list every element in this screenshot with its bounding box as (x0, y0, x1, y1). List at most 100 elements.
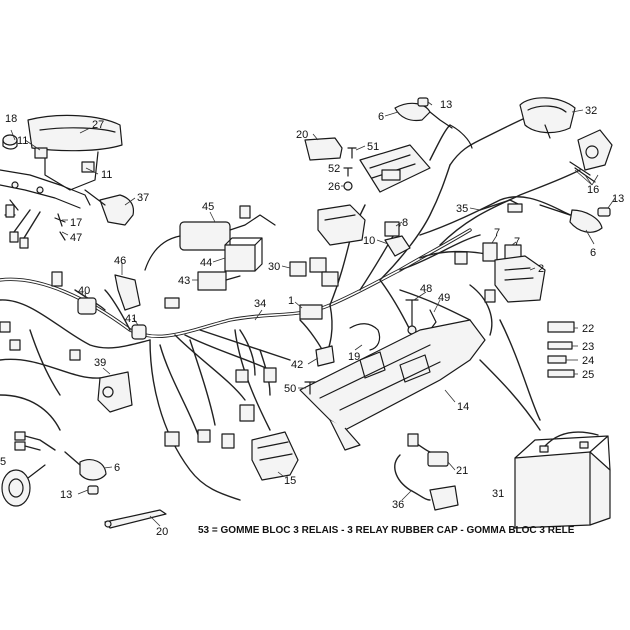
callout-42: 42 (291, 359, 303, 371)
part-40-grommet (77, 297, 97, 315)
callout-13: 13 (60, 489, 72, 501)
callout-47: 47 (70, 232, 82, 244)
part-22-sticker (547, 321, 575, 333)
callout-49: 49 (438, 292, 450, 304)
callout-40: 40 (78, 285, 90, 297)
part-6-indicator-right (539, 204, 603, 233)
part-bracket-left (0, 169, 91, 218)
callout-26: 26 (328, 181, 340, 193)
callout-34: 34 (254, 298, 266, 310)
callout-15: 15 (284, 475, 296, 487)
callout-18: 18 (5, 113, 17, 125)
part-1-connector (299, 304, 323, 320)
part-48-bolt (405, 299, 419, 335)
callout-8: 8 (402, 217, 408, 229)
callout-45: 45 (202, 201, 214, 213)
callout-32: 32 (585, 105, 597, 117)
callout-20: 20 (296, 129, 308, 141)
part-24-sticker (547, 355, 567, 364)
part-20-strap (104, 509, 167, 529)
callout-6: 6 (378, 111, 384, 123)
part-31-battery (514, 431, 611, 529)
callout-51: 51 (367, 141, 379, 153)
part-26-ecu (359, 144, 431, 193)
part-36-cable (394, 454, 459, 511)
part-30-relays (289, 257, 339, 287)
part-6-indicator-bottom (64, 451, 107, 481)
callout-19: 19 (348, 351, 360, 363)
callout-50: 50 (284, 383, 296, 395)
part-45-ignition-coil (144, 205, 276, 271)
callout-13: 13 (612, 193, 624, 205)
callout-25: 25 (582, 369, 594, 381)
callout-20: 20 (156, 526, 168, 538)
part-46-bracket (114, 274, 141, 311)
callout-5: 5 (0, 456, 6, 468)
callout-48: 48 (420, 283, 432, 295)
callout-6: 6 (590, 247, 596, 259)
part-41-clip (131, 324, 147, 340)
callout-36: 36 (392, 499, 404, 511)
part-13-bulb-top (417, 97, 429, 107)
part-51-52-screws (343, 147, 357, 191)
part-19-hook (349, 323, 381, 351)
callout-35: 35 (456, 203, 468, 215)
callout-27: 27 (92, 119, 104, 131)
part-43-module (197, 271, 241, 291)
harness-connectors (0, 251, 496, 449)
callout-31: 31 (492, 488, 504, 500)
part-17-bolt (54, 213, 66, 241)
part-16-plate-light (569, 129, 613, 183)
callout-37: 37 (137, 192, 149, 204)
callout-44: 44 (200, 257, 212, 269)
part-relay-holder (317, 204, 366, 246)
part-23-sticker (547, 341, 573, 350)
part-35-wires (479, 199, 523, 213)
part-10-relay (384, 235, 411, 257)
part-47-connectors (9, 209, 41, 249)
part-2-regulator (494, 255, 546, 303)
callout-7: 7 (494, 227, 500, 239)
lower-left-connectors (14, 431, 56, 451)
callout-13: 13 (440, 99, 452, 111)
part-6-indicator-top (394, 102, 473, 149)
callout-labels: 27 18 11 11 37 17 47 6 13 32 20 51 52 26… (0, 99, 624, 538)
part-21-fuse (407, 433, 449, 467)
part-14-battery-tray (299, 319, 486, 451)
part-32-tail-light (519, 97, 576, 139)
callout-2: 2 (538, 263, 544, 275)
part-50-screw (304, 381, 316, 395)
callout-23: 23 (582, 341, 594, 353)
part-20-rubber-cover (304, 137, 343, 161)
callout-10: 10 (363, 235, 375, 247)
part-37 (84, 189, 135, 226)
callout-17: 17 (70, 217, 82, 229)
callout-11: 11 (101, 169, 112, 181)
callout-30: 30 (268, 261, 280, 273)
callout-1: 1 (288, 295, 294, 307)
callout-41: 41 (125, 313, 137, 325)
callout-16: 16 (587, 184, 599, 196)
callout-22: 22 (582, 323, 594, 335)
part-15-fuse-box (251, 431, 299, 481)
callout-39: 39 (94, 357, 106, 369)
callout-7: 7 (514, 236, 520, 248)
part-13-bulb-bottom (87, 485, 99, 495)
callout-6: 6 (114, 462, 120, 474)
caption-53: 53 = GOMME BLOC 3 RELAIS - 3 RELAY RUBBE… (198, 525, 575, 536)
callout-43: 43 (178, 275, 190, 287)
part-42-grommet (315, 345, 335, 367)
leader-lines (10, 101, 616, 527)
part-25-sticker (547, 369, 575, 378)
part-8-relay (384, 221, 400, 237)
part-18-cap (2, 134, 18, 150)
callout-24: 24 (582, 355, 594, 367)
callout-52: 52 (328, 163, 340, 175)
part-44-relay (224, 237, 263, 272)
callout-21: 21 (456, 465, 468, 477)
callout-14: 14 (457, 401, 469, 413)
part-27-instrument-panel (27, 114, 123, 191)
part-39-sensor (97, 371, 133, 413)
part-5-horn (1, 464, 46, 507)
